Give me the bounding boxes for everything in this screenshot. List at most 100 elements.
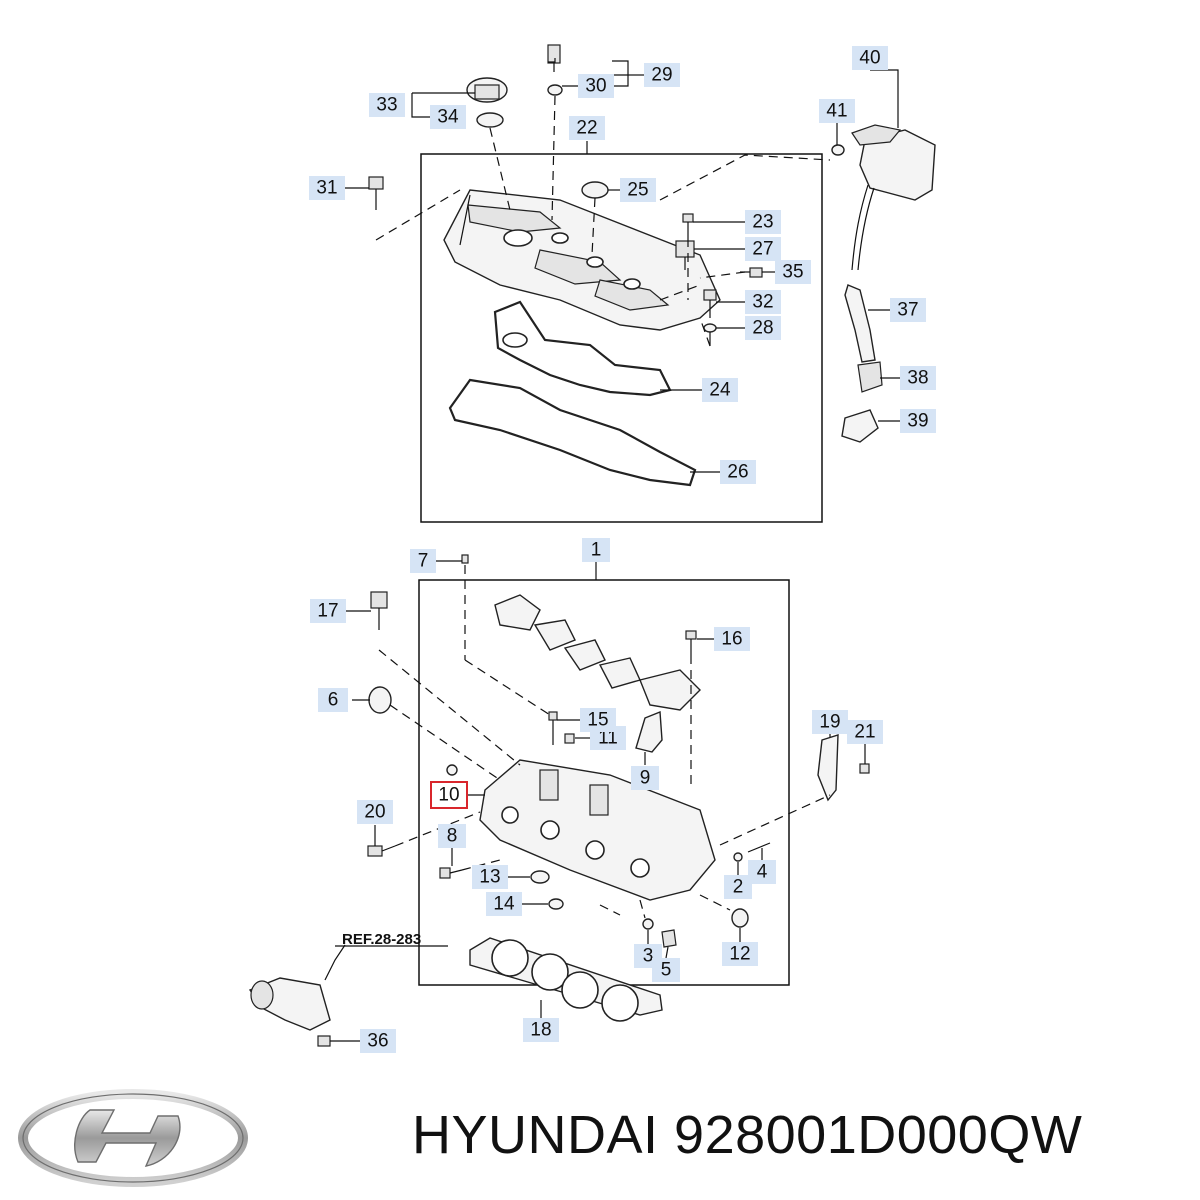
washer-28 — [703, 323, 717, 346]
svg-text:31: 31 — [316, 178, 337, 199]
callout-label: 3 — [634, 944, 662, 968]
plug-29 — [547, 44, 561, 72]
callout-label: 1 — [582, 538, 610, 562]
svg-text:28: 28 — [752, 318, 773, 339]
svg-text:37: 37 — [897, 300, 918, 321]
callout-label: 27 — [745, 237, 781, 261]
bolt-20 — [367, 845, 396, 857]
seal-25 — [581, 181, 609, 199]
connector-38 — [857, 361, 883, 393]
pcv-valve-40 — [851, 124, 936, 271]
seal-13 — [530, 870, 550, 884]
callout-label: 12 — [722, 942, 758, 966]
bolt-11 — [564, 733, 575, 744]
svg-text:21: 21 — [854, 722, 875, 743]
svg-text:35: 35 — [782, 262, 803, 283]
oil-filler-cap — [466, 77, 508, 103]
callout-label: 24 — [702, 378, 738, 402]
thermostat-housing — [248, 977, 331, 1031]
manufacturer-name: HYUNDAI — [412, 1105, 659, 1165]
callout-label: 5 — [652, 958, 680, 982]
callout-label: 13 — [472, 865, 508, 889]
plug-10 — [446, 764, 458, 776]
svg-text:27: 27 — [752, 239, 773, 260]
callout-label: 34 — [430, 105, 466, 129]
stud-4 — [747, 842, 771, 853]
head-gasket-18 — [469, 937, 663, 1022]
svg-text:9: 9 — [640, 768, 651, 789]
callout-label: 28 — [745, 316, 781, 340]
svg-text:18: 18 — [530, 1020, 551, 1041]
svg-text:25: 25 — [627, 180, 648, 201]
callout-label: 32 — [745, 290, 781, 314]
bolt-8 — [439, 867, 463, 879]
svg-text:8: 8 — [447, 826, 458, 847]
plug-5 — [661, 929, 677, 948]
oil-seal-6 — [368, 686, 392, 714]
fitting-9 — [635, 710, 663, 753]
callout-label: 33 — [369, 93, 405, 117]
parts-diagram: 1 2 3 4 5 6 7 8 9 10 11 12 13 14 15 16 1… — [248, 44, 936, 1053]
callout-label: 22 — [569, 116, 605, 140]
svg-text:17: 17 — [317, 601, 338, 622]
svg-text:24: 24 — [709, 380, 731, 401]
callout-label: 21 — [847, 720, 883, 744]
bolt-17 — [370, 591, 388, 630]
bolt-31 — [368, 176, 384, 210]
callout-label-highlighted: 10 — [430, 781, 468, 809]
svg-text:10: 10 — [438, 785, 459, 806]
svg-text:41: 41 — [826, 101, 847, 122]
washer-3 — [642, 918, 654, 930]
brand-and-part-number: HYUNDAI 928001D000QW — [412, 1104, 1082, 1166]
svg-text:22: 22 — [576, 118, 597, 139]
washer-30 — [547, 84, 563, 96]
callout-label: 37 — [890, 298, 926, 322]
svg-text:6: 6 — [328, 690, 339, 711]
callout-label: 2 — [724, 875, 752, 899]
svg-text:39: 39 — [907, 411, 928, 432]
callout-label: 9 — [631, 766, 659, 790]
callout-label: 19 — [812, 710, 848, 734]
callout-label: 38 — [900, 366, 936, 390]
callout-label: 14 — [486, 892, 522, 916]
hose-39 — [841, 409, 879, 443]
seal-14 — [548, 898, 564, 910]
cylinder-head — [479, 759, 716, 901]
svg-text:40: 40 — [859, 48, 880, 69]
callout-label: 7 — [410, 549, 436, 573]
callout-label: 36 — [360, 1029, 396, 1053]
gasket-26 — [448, 378, 697, 487]
reference-note: REF.28-283 — [342, 931, 421, 948]
callout-label: 31 — [309, 176, 345, 200]
callout-label: 35 — [775, 260, 811, 284]
leader-lines — [324, 58, 900, 1042]
svg-text:2: 2 — [733, 877, 744, 898]
callout-label: 26 — [720, 460, 756, 484]
callout-label: 40 — [852, 46, 888, 70]
clip-41 — [831, 144, 845, 156]
svg-text:30: 30 — [585, 76, 606, 97]
stud-15 — [548, 711, 558, 745]
hyundai-logo — [18, 1089, 248, 1187]
svg-text:5: 5 — [661, 960, 672, 981]
svg-text:34: 34 — [437, 107, 459, 128]
callout-label: 39 — [900, 409, 936, 433]
hose-37 — [844, 284, 876, 363]
bolt-23 — [682, 213, 694, 238]
svg-text:32: 32 — [752, 292, 773, 313]
svg-text:13: 13 — [479, 867, 500, 888]
camshaft-caps — [494, 594, 701, 711]
brand-footer: HYUNDAI 928001D000QW — [0, 1080, 1200, 1190]
svg-text:23: 23 — [752, 212, 773, 233]
svg-text:15: 15 — [587, 710, 608, 731]
part-number: 928001D000QW — [674, 1105, 1083, 1165]
callout-label: 20 — [357, 800, 393, 824]
plug-2 — [733, 852, 743, 862]
callout-label: 8 — [438, 824, 466, 848]
assembly-lines — [375, 95, 831, 919]
bolt-32 — [703, 289, 717, 318]
svg-text:14: 14 — [493, 894, 515, 915]
svg-text:3: 3 — [643, 946, 654, 967]
callout-label: 4 — [748, 860, 776, 884]
callout-label: 23 — [745, 210, 781, 234]
